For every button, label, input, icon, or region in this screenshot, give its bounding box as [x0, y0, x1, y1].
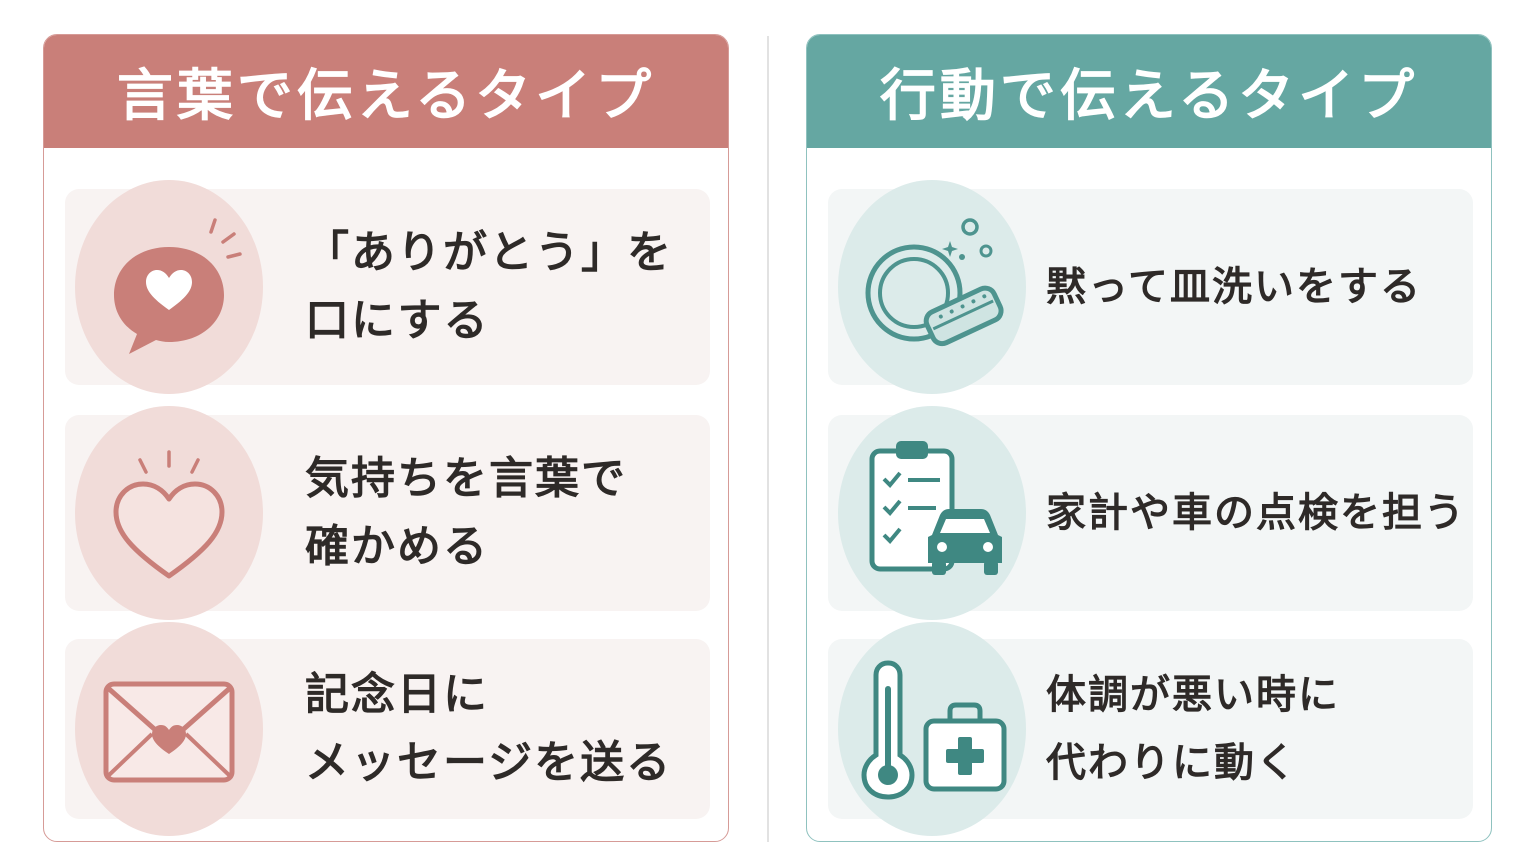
action-item-dishes: 黙って皿洗いをする — [828, 180, 1473, 394]
word-item-line: 気持ちを言葉で — [305, 453, 627, 504]
thermometer-firstaid-icon — [861, 660, 1007, 800]
word-item-line: 「ありがとう」を — [305, 227, 673, 278]
action-item-icon-wrap — [838, 406, 1026, 620]
clipboard-car-icon — [869, 441, 1002, 575]
word-item-icon-wrap — [75, 406, 263, 620]
action-type-panel: 行動で伝えるタイプ 黙っ — [806, 34, 1492, 842]
word-item-line: 記念日に — [305, 669, 489, 720]
action-item-icon-wrap — [838, 180, 1026, 394]
word-type-panel: 言葉で伝えるタイプ 「ありがとう」を 口にする 気持ち — [43, 34, 729, 842]
envelope-heart-icon — [103, 681, 235, 783]
action-item-line: 家計や車の点検を担う — [1046, 490, 1466, 536]
action-item-line: 黙って皿洗いをする — [1046, 264, 1422, 310]
word-item-icon-wrap — [75, 180, 263, 394]
word-item-icon-wrap — [75, 622, 263, 836]
speech-heart-icon — [114, 218, 242, 354]
word-item-line: 確かめる — [305, 521, 489, 572]
word-item-anniversary: 記念日に メッセージを送る — [65, 622, 710, 836]
heart-icon — [113, 450, 225, 579]
action-item-sick-day: 体調が悪い時に 代わりに動く — [828, 622, 1473, 836]
action-item-icon-wrap — [838, 622, 1026, 836]
action-item-household: 家計や車の点検を担う — [828, 406, 1473, 620]
word-item-thanks: 「ありがとう」を 口にする — [65, 180, 710, 394]
action-type-title: 行動で伝えるタイプ — [807, 35, 1491, 148]
word-item-line: 口にする — [305, 295, 490, 346]
action-item-line: 代わりに動く — [1046, 740, 1298, 786]
dish-sponge-icon — [865, 218, 1004, 347]
action-item-line: 体調が悪い時に — [1046, 672, 1340, 718]
word-item-line: メッセージを送る — [305, 737, 673, 788]
center-divider — [767, 36, 769, 842]
word-item-confirm: 気持ちを言葉で 確かめる — [65, 406, 710, 620]
word-type-title: 言葉で伝えるタイプ — [44, 35, 728, 148]
